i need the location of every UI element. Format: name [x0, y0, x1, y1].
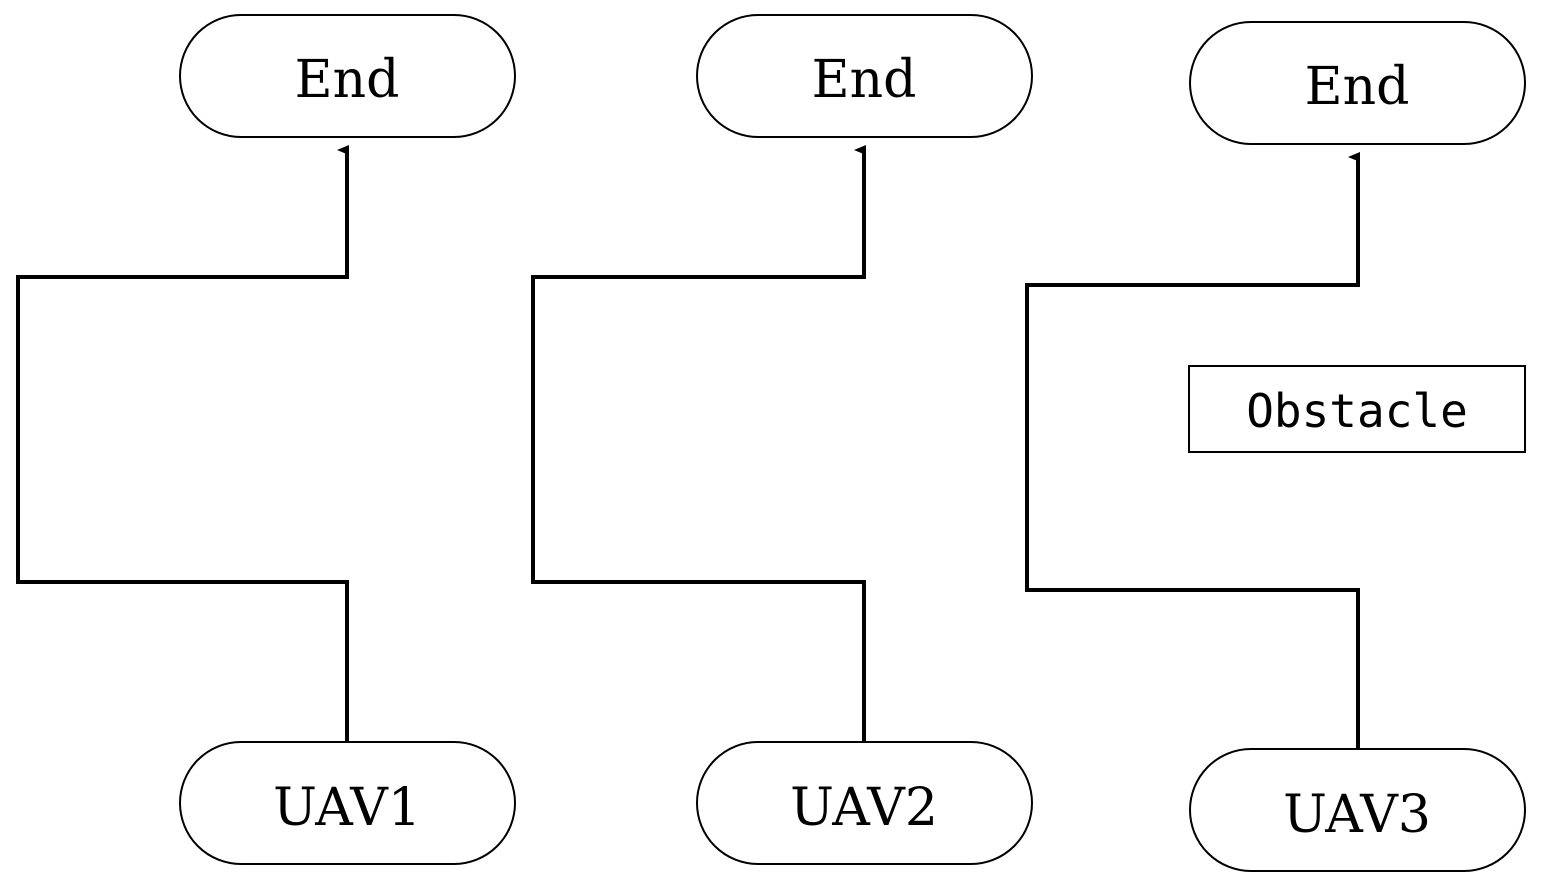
uav1-start-node	[179, 741, 516, 865]
uav2-end-node	[696, 14, 1033, 138]
uav2-group: End UAV2	[531, 14, 1033, 865]
uav1-path	[16, 145, 349, 742]
uav1-end-node	[179, 14, 516, 138]
uav3-end-label: End	[1305, 57, 1410, 117]
uav3-start-node	[1189, 748, 1526, 872]
uav1-group: End UAV1	[16, 14, 516, 865]
uav1-end-label: End	[295, 50, 400, 110]
uav2-start-node	[696, 741, 1033, 865]
obstacle-label: Obstacle	[1246, 384, 1468, 438]
uav3-start-label: UAV3	[1283, 785, 1431, 845]
uav1-start-label: UAV1	[273, 778, 421, 838]
uav2-path	[531, 145, 866, 742]
uav2-end-label: End	[812, 50, 917, 110]
uav3-path	[1025, 152, 1360, 749]
obstacle-box	[1188, 365, 1526, 453]
uav3-group: End Obstacle UAV3	[1025, 21, 1526, 872]
uav3-end-node	[1189, 21, 1526, 145]
uav2-start-label: UAV2	[790, 778, 938, 838]
